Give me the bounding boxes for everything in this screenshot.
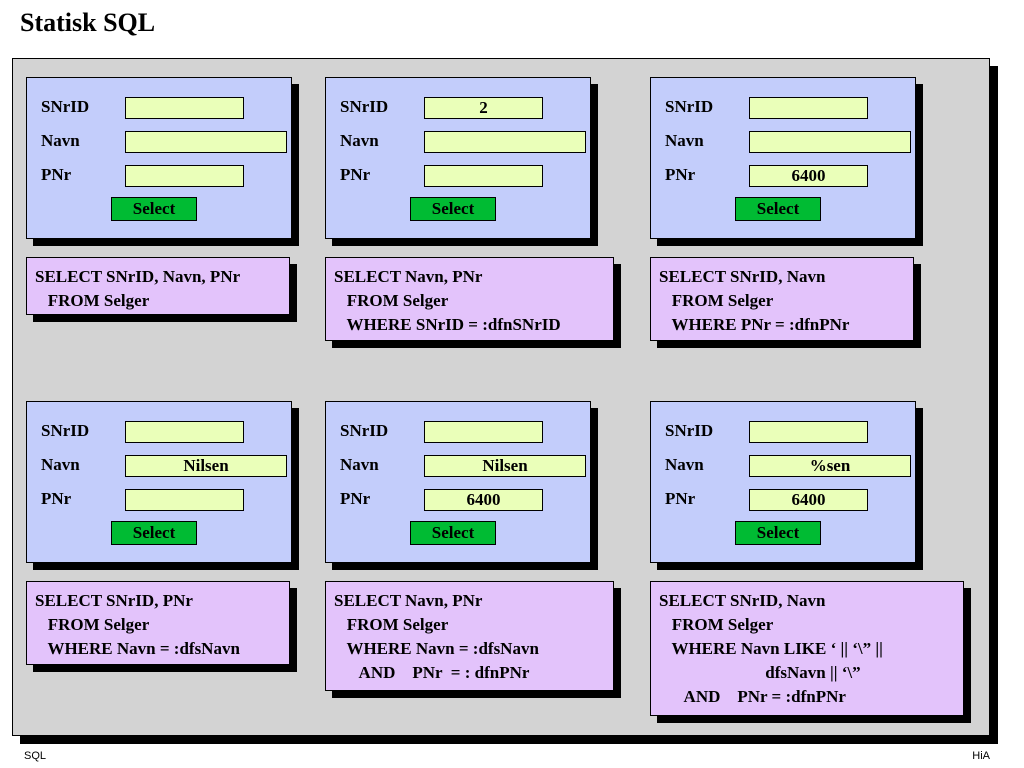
pnr-field[interactable] [125,489,244,511]
snrid-row: SNrID [665,95,905,119]
pnr-row: PNr 6400 [665,487,905,511]
snrid-label: SNrID [340,97,389,116]
sql-line: AND PNr = :dfnPNr [659,687,846,706]
pnr-field[interactable] [424,165,543,187]
navn-row: Navn %sen [665,453,911,477]
form-panel-1: SNrID Navn PNr Select [26,77,292,239]
sql-line: FROM Selger [659,615,774,634]
snrid-row: SNrID [340,419,580,443]
sql-line: FROM Selger [35,291,150,310]
select-button[interactable]: Select [410,197,496,221]
select-button[interactable]: Select [410,521,496,545]
footer-right: HiA [972,750,990,762]
snrid-field[interactable] [749,421,868,443]
snrid-label: SNrID [665,97,714,116]
navn-label: Navn [665,455,704,474]
select-button[interactable]: Select [735,521,821,545]
footer-left: SQL [24,750,47,762]
pnr-row: PNr [41,163,281,187]
sql-line: WHERE Navn = :dfsNavn [35,639,240,658]
pnr-label: PNr [41,165,72,184]
snrid-row: SNrID [665,419,905,443]
snrid-field[interactable] [749,97,868,119]
sql-line: SELECT SNrID, Navn [659,267,826,286]
sql-query-4: SELECT SNrID, PNr FROM Selger WHERE Navn… [26,581,290,665]
sql-query-5: SELECT Navn, PNr FROM Selger WHERE Navn … [325,581,614,691]
sql-line: WHERE PNr = :dfnPNr [659,315,850,334]
sql-line: FROM Selger [334,291,449,310]
page-title: Statisk SQL [20,8,156,37]
sql-query-1: SELECT SNrID, Navn, PNr FROM Selger [26,257,290,315]
sql-line: FROM Selger [35,615,150,634]
pnr-field[interactable]: 6400 [749,489,868,511]
snrid-field[interactable] [125,421,244,443]
navn-label: Navn [41,131,80,150]
snrid-label: SNrID [41,97,90,116]
navn-label: Navn [41,455,80,474]
navn-field[interactable]: Nilsen [424,455,586,477]
pnr-field[interactable]: 6400 [749,165,868,187]
sql-line: FROM Selger [659,291,774,310]
sql-query-6: SELECT SNrID, Navn FROM Selger WHERE Nav… [650,581,964,716]
navn-label: Navn [665,131,704,150]
navn-row: Navn [665,129,911,153]
snrid-label: SNrID [665,421,714,440]
pnr-row: PNr 6400 [340,487,580,511]
sql-line: SELECT Navn, PNr [334,591,483,610]
snrid-field[interactable] [125,97,244,119]
form-panel-2: SNrID 2 Navn PNr Select [325,77,591,239]
navn-field[interactable] [125,131,287,153]
select-button[interactable]: Select [735,197,821,221]
sql-line: AND PNr = : dfnPNr [334,663,530,682]
form-panel-6: SNrID Navn %sen PNr 6400 Select [650,401,916,563]
pnr-label: PNr [41,489,72,508]
navn-row: Navn Nilsen [340,453,586,477]
navn-field[interactable] [749,131,911,153]
snrid-row: SNrID [41,419,281,443]
pnr-field[interactable]: 6400 [424,489,543,511]
pnr-label: PNr [340,489,371,508]
form-panel-4: SNrID Navn Nilsen PNr Select [26,401,292,563]
pnr-row: PNr [41,487,281,511]
snrid-row: SNrID [41,95,281,119]
form-panel-5: SNrID Navn Nilsen PNr 6400 Select [325,401,591,563]
navn-label: Navn [340,131,379,150]
navn-field[interactable]: Nilsen [125,455,287,477]
navn-row: Navn Nilsen [41,453,287,477]
snrid-label: SNrID [340,421,389,440]
sql-line: WHERE Navn LIKE ‘ || ‘\” || [659,639,883,658]
pnr-label: PNr [665,489,696,508]
select-button[interactable]: Select [111,197,197,221]
navn-row: Navn [41,129,287,153]
sql-line: SELECT SNrID, Navn, PNr [35,267,241,286]
sql-line: WHERE Navn = :dfsNavn [334,639,539,658]
pnr-label: PNr [665,165,696,184]
select-button[interactable]: Select [111,521,197,545]
snrid-row: SNrID 2 [340,95,580,119]
sql-line: SELECT SNrID, Navn [659,591,826,610]
navn-field[interactable] [424,131,586,153]
navn-field[interactable]: %sen [749,455,911,477]
snrid-field[interactable] [424,421,543,443]
navn-row: Navn [340,129,586,153]
sql-query-3: SELECT SNrID, Navn FROM Selger WHERE PNr… [650,257,914,341]
navn-label: Navn [340,455,379,474]
sql-line: WHERE SNrID = :dfnSNrID [334,315,561,334]
form-panel-3: SNrID Navn PNr 6400 Select [650,77,916,239]
sql-line: dfsNavn || ‘\” [659,663,861,682]
pnr-label: PNr [340,165,371,184]
sql-query-2: SELECT Navn, PNr FROM Selger WHERE SNrID… [325,257,614,341]
sql-line: SELECT Navn, PNr [334,267,483,286]
pnr-row: PNr 6400 [665,163,905,187]
sql-line: SELECT SNrID, PNr [35,591,193,610]
pnr-field[interactable] [125,165,244,187]
pnr-row: PNr [340,163,580,187]
sql-line: FROM Selger [334,615,449,634]
snrid-field[interactable]: 2 [424,97,543,119]
snrid-label: SNrID [41,421,90,440]
